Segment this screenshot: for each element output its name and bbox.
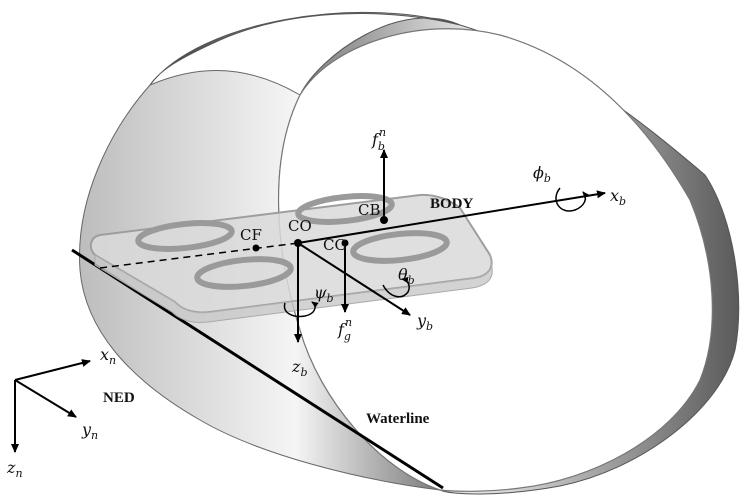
theta-rotation-arrow — [382, 277, 410, 298]
ring-front-mid — [194, 256, 294, 290]
f-b-n-label: fbn — [371, 126, 386, 153]
waterline-line — [71, 248, 444, 490]
y-n-label: yn — [81, 420, 98, 442]
theta-b-label: θb — [398, 265, 415, 287]
waterline-label: Waterline — [366, 411, 430, 427]
phi-rotation-arrow — [555, 187, 590, 212]
x-n-label: xn — [100, 345, 116, 367]
cf-point — [252, 244, 260, 252]
body-label: BODY — [430, 196, 474, 212]
ring-right — [350, 230, 450, 264]
cb-label: CB — [358, 201, 381, 219]
cg-label: CG — [323, 236, 346, 254]
f-g-n-label: fgn — [337, 316, 352, 343]
phi-b-label: ϕb — [533, 163, 551, 185]
x-axis-dashed — [99, 242, 299, 269]
ring-front-left — [135, 220, 235, 252]
psi-b-label: ψb — [314, 283, 334, 305]
ned-label: NED — [103, 390, 135, 406]
ned-frame — [11, 359, 91, 453]
x-b-label: xb — [610, 186, 626, 208]
y-b-axis — [297, 242, 411, 316]
z-b-label: zb — [291, 357, 307, 379]
cf-label: CF — [240, 226, 262, 244]
platform — [89, 193, 493, 323]
psi-rotation-arrow — [283, 301, 319, 318]
y-b-label: yb — [416, 311, 433, 333]
x-b-axis — [297, 190, 606, 244]
co-point — [294, 239, 302, 247]
ring-back-right — [295, 193, 395, 225]
z-n-label: zn — [6, 458, 23, 480]
co-label: CO — [288, 217, 312, 235]
